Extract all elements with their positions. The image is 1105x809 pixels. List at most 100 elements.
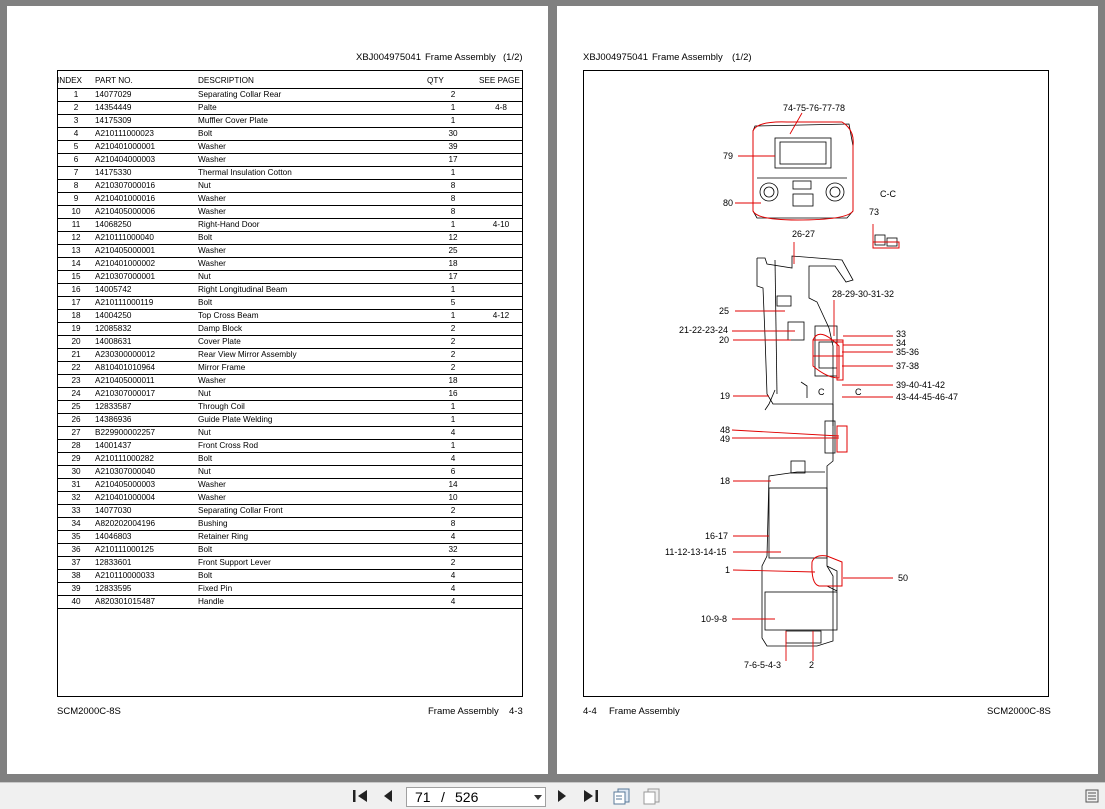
- cell-description: Bolt: [198, 127, 427, 141]
- cell-description: Front Cross Rod: [198, 439, 427, 453]
- cell-see-page: [479, 478, 523, 492]
- callout-2: 2: [809, 660, 814, 670]
- cell-part-no: 14001437: [95, 439, 198, 453]
- callout-20: 20: [719, 335, 729, 345]
- cell-qty: 18: [427, 257, 479, 271]
- cell-see-page: [479, 426, 523, 440]
- cell-part-no: 14068250: [95, 218, 198, 232]
- callout-35-36: 35-36: [896, 347, 919, 357]
- cell-description: Right Longitudinal Beam: [198, 283, 427, 297]
- callout-37-38: 37-38: [896, 361, 919, 371]
- callout-21-24: 21-22-23-24: [679, 325, 728, 335]
- callout-33: 33: [896, 329, 906, 339]
- cell-description: Nut: [198, 387, 427, 401]
- page-number-selector[interactable]: 71 / 526: [406, 787, 546, 807]
- cell-part-no: 12833587: [95, 400, 198, 414]
- cell-index: 16: [57, 283, 95, 297]
- cell-part-no: A210405000011: [95, 374, 198, 388]
- cell-index: 37: [57, 556, 95, 570]
- cell-part-no: 14005742: [95, 283, 198, 297]
- cell-see-page: [479, 322, 523, 336]
- cell-part-no: A210111000119: [95, 296, 198, 310]
- cell-description: Top Cross Beam: [198, 309, 427, 323]
- previous-page-icon: [384, 790, 392, 802]
- cell-see-page: [479, 270, 523, 284]
- cell-see-page: [479, 491, 523, 505]
- cell-description: Washer: [198, 478, 427, 492]
- cell-see-page: [479, 387, 523, 401]
- callout-11-15: 11-12-13-14-15: [665, 547, 726, 557]
- cell-qty: 17: [427, 153, 479, 167]
- cell-index: 19: [57, 322, 95, 336]
- cell-qty: 1: [427, 439, 479, 453]
- cell-index: 31: [57, 478, 95, 492]
- previous-page-button[interactable]: [378, 787, 398, 805]
- cell-description: Front Support Lever: [198, 556, 427, 570]
- first-page-button[interactable]: [350, 787, 370, 805]
- cell-description: Washer: [198, 140, 427, 154]
- cell-qty: 4: [427, 569, 479, 583]
- next-page-button[interactable]: [552, 787, 572, 805]
- page-layout-button[interactable]: [642, 787, 662, 805]
- cell-qty: 39: [427, 140, 479, 154]
- cell-index: 35: [57, 530, 95, 544]
- cell-part-no: A210110000033: [95, 569, 198, 583]
- cell-qty: 4: [427, 595, 479, 609]
- total-page-count: 526: [455, 789, 479, 805]
- diagram-frame: [583, 70, 1049, 697]
- cell-description: Bushing: [198, 517, 427, 531]
- footer-page: 4-3: [509, 706, 523, 717]
- callout-73: 73: [869, 207, 879, 217]
- cell-qty: 1: [427, 114, 479, 128]
- callout-10-8: 10-9-8: [701, 614, 727, 624]
- cell-qty: 6: [427, 465, 479, 479]
- cell-part-no: A210405000003: [95, 478, 198, 492]
- page-rotate-button[interactable]: [612, 787, 632, 805]
- cell-qty: 1: [427, 309, 479, 323]
- cell-description: Washer: [198, 491, 427, 505]
- callout-34: 34: [896, 338, 906, 348]
- cell-index: 7: [57, 166, 95, 180]
- cell-description: Through Coil: [198, 400, 427, 414]
- cell-index: 23: [57, 374, 95, 388]
- cell-see-page: [479, 569, 523, 583]
- cell-see-page: [479, 283, 523, 297]
- cell-description: Washer: [198, 374, 427, 388]
- cell-part-no: 14008631: [95, 335, 198, 349]
- cell-see-page: [479, 231, 523, 245]
- cell-index: 18: [57, 309, 95, 323]
- cell-part-no: 14175330: [95, 166, 198, 180]
- footer-model: SCM2000C-8S: [987, 706, 1051, 717]
- callout-25: 25: [719, 306, 729, 316]
- cell-qty: 2: [427, 361, 479, 375]
- cell-qty: 2: [427, 556, 479, 570]
- doc-code: XBJ004975041: [583, 52, 648, 63]
- cell-see-page: [479, 595, 523, 609]
- cell-index: 39: [57, 582, 95, 596]
- callout-80: 80: [723, 198, 733, 208]
- cell-part-no: A210405000001: [95, 244, 198, 258]
- cell-index: 38: [57, 569, 95, 583]
- cell-see-page: [479, 257, 523, 271]
- toolbar-menu-button[interactable]: [1082, 787, 1102, 805]
- last-page-button[interactable]: [581, 787, 601, 805]
- cell-index: 21: [57, 348, 95, 362]
- cell-index: 28: [57, 439, 95, 453]
- cell-description: Muffler Cover Plate: [198, 114, 427, 128]
- callout-48: 48: [720, 425, 730, 435]
